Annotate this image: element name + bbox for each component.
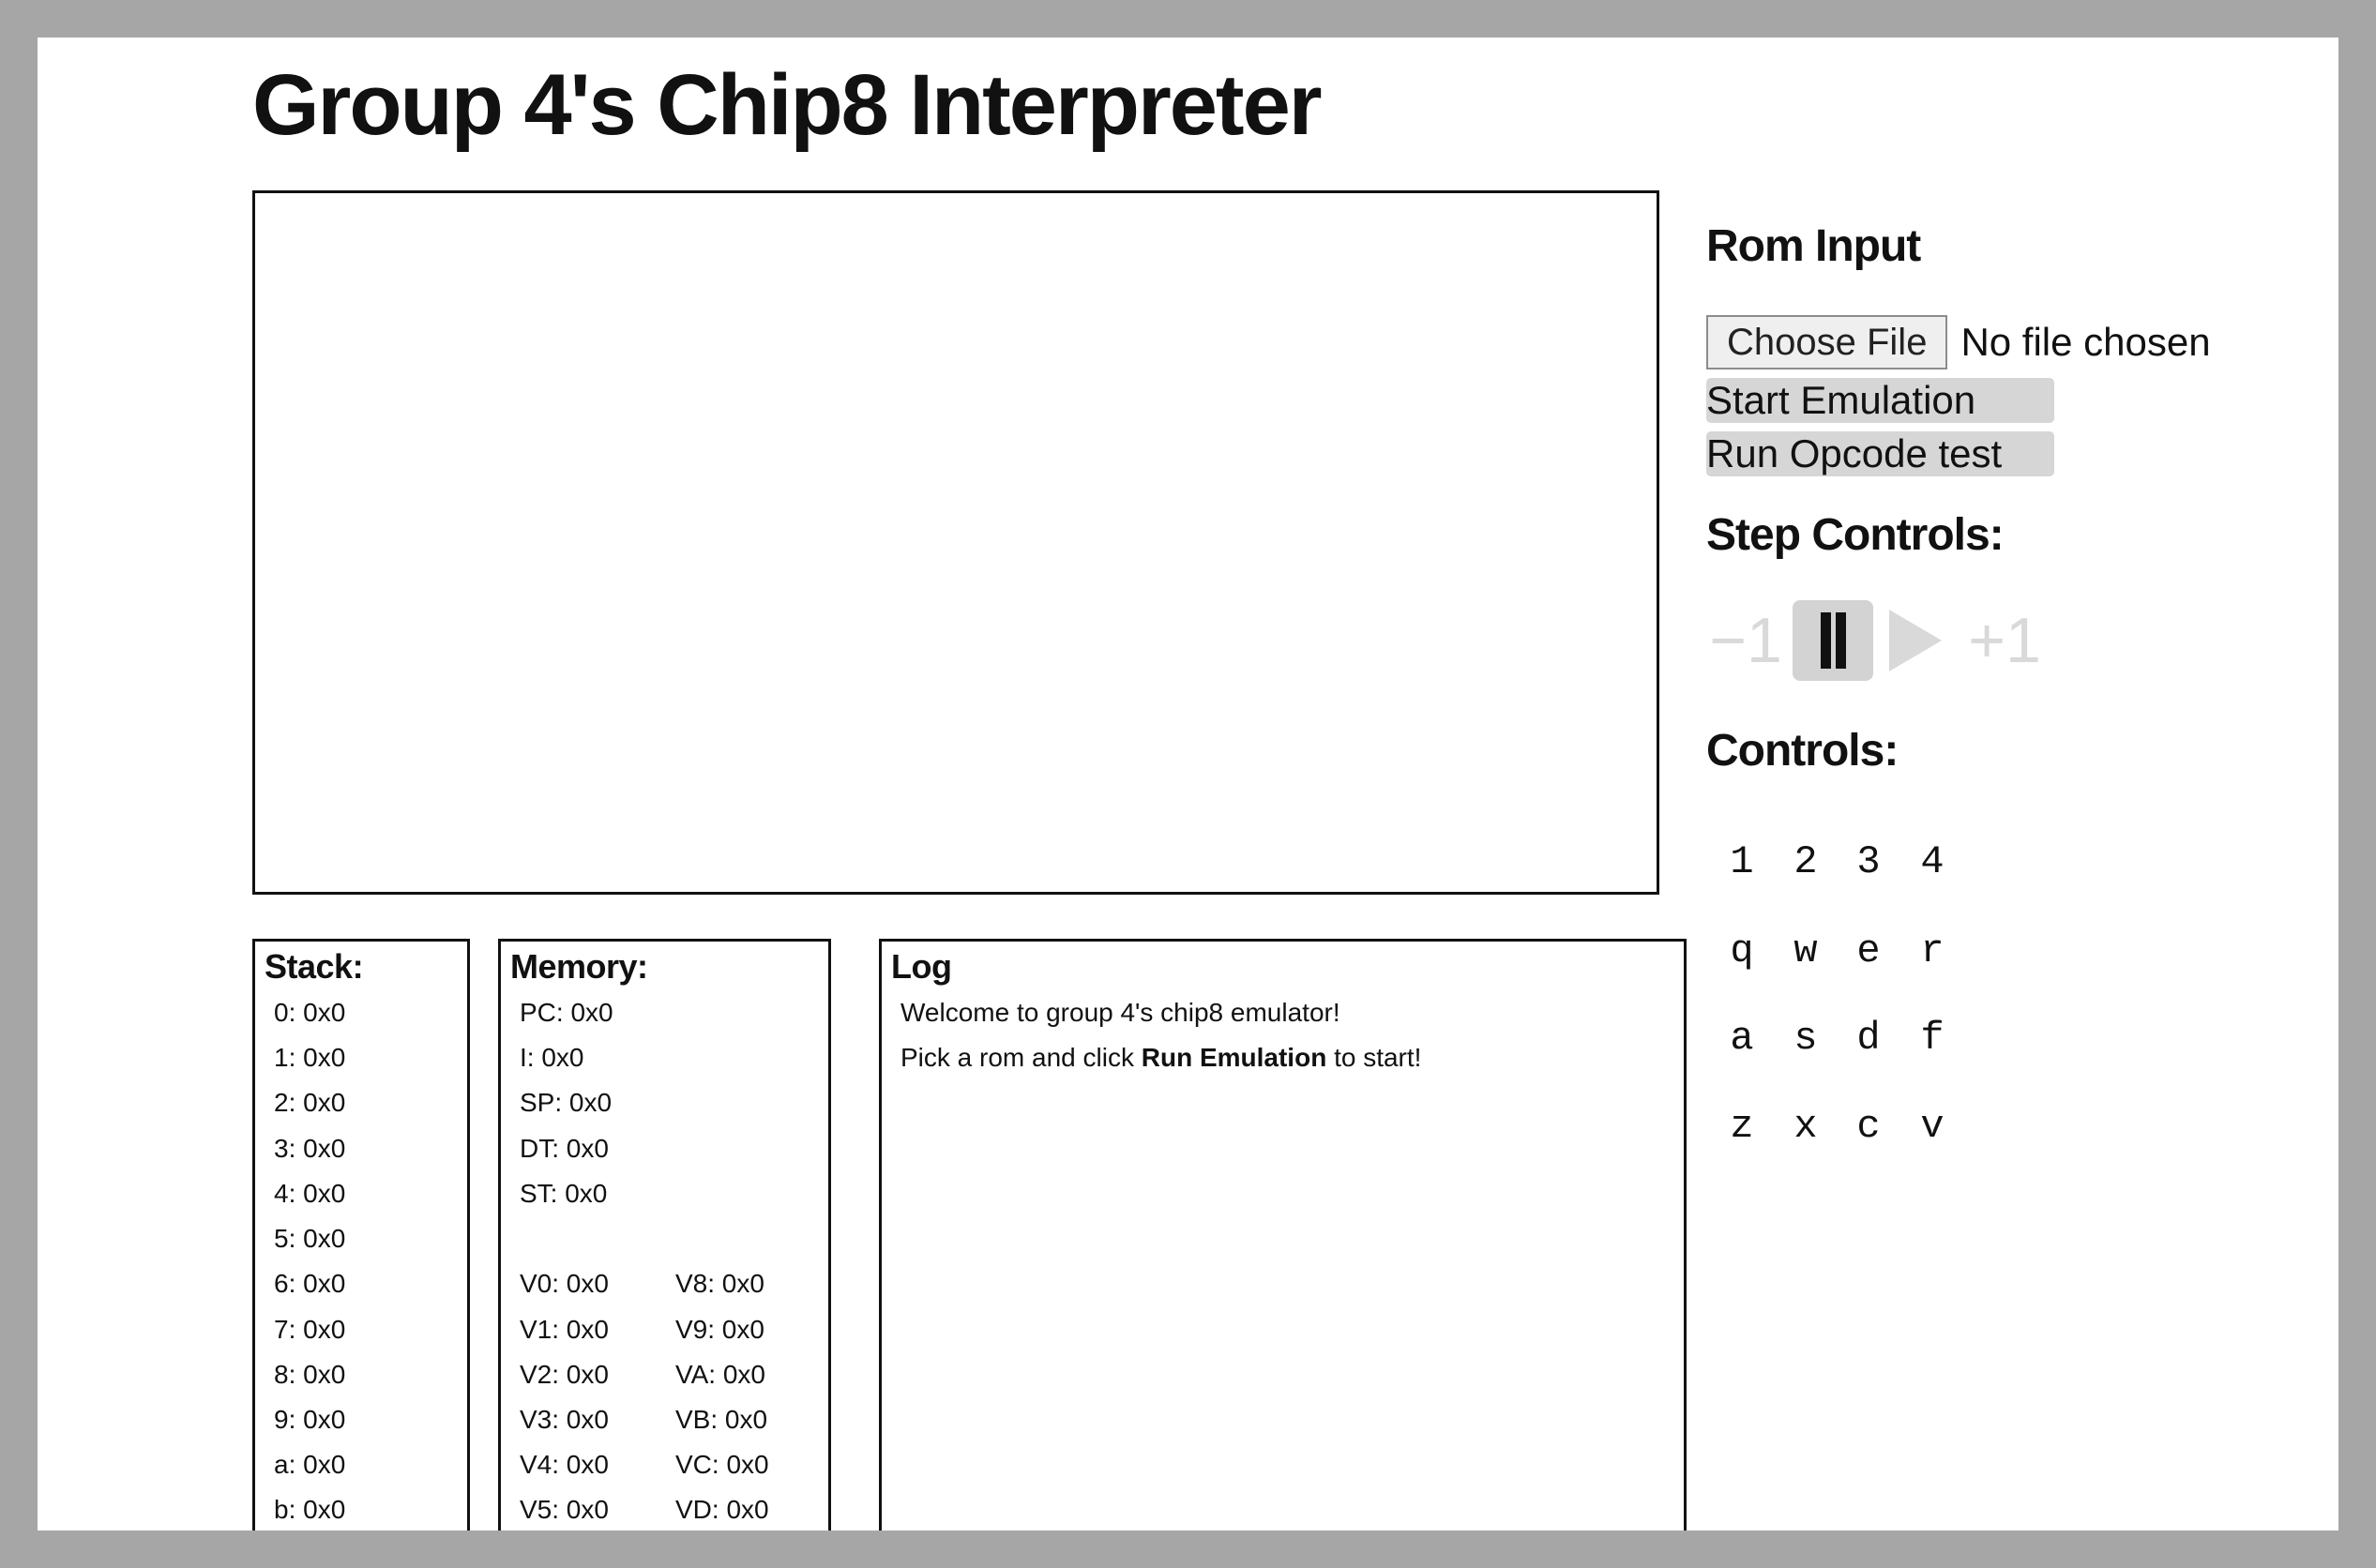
step-back-button[interactable]: −1 (1709, 605, 1782, 676)
log-instruction: Pick a rom and click Run Emulation to st… (900, 1043, 1421, 1073)
register-v0: V0: 0x0 (520, 1269, 609, 1298)
log-instruction-prefix: Pick a rom and click (900, 1043, 1142, 1072)
key-w[interactable]: w (1793, 928, 1818, 973)
key-1[interactable]: 1 (1730, 839, 1754, 884)
stack-entry: 0: 0x0 (274, 998, 346, 1027)
log-title: Log (891, 947, 952, 986)
start-emulation-button[interactable]: Start Emulation (1706, 378, 2054, 423)
key-v[interactable]: v (1920, 1104, 1945, 1149)
register-i: I: 0x0 (520, 1043, 584, 1072)
stack-entry: a: 0x0 (274, 1450, 346, 1479)
memory-title: Memory: (510, 947, 648, 986)
stack-entry: 9: 0x0 (274, 1405, 346, 1434)
choose-file-button[interactable]: Choose File (1706, 315, 1948, 369)
register-vb: VB: 0x0 (675, 1405, 768, 1434)
register-v1: V1: 0x0 (520, 1315, 609, 1344)
key-e[interactable]: e (1856, 928, 1881, 973)
register-v8: V8: 0x0 (675, 1269, 764, 1298)
key-z[interactable]: z (1730, 1104, 1754, 1149)
register-vc: VC: 0x0 (675, 1450, 769, 1479)
key-x[interactable]: x (1793, 1104, 1818, 1149)
stack-entry: 7: 0x0 (274, 1315, 346, 1344)
key-2[interactable]: 2 (1793, 839, 1818, 884)
register-st: ST: 0x0 (520, 1179, 608, 1208)
step-forward-button[interactable]: +1 (1968, 605, 2041, 676)
rom-input-heading: Rom Input (1706, 221, 1921, 271)
log-instruction-bold: Run Emulation (1141, 1043, 1327, 1072)
memory-panel: Memory: PC: 0x0 I: 0x0 SP: 0x0 DT: 0x0 S… (498, 939, 831, 1530)
play-icon (1889, 610, 1942, 671)
key-4[interactable]: 4 (1920, 839, 1945, 884)
key-d[interactable]: d (1856, 1016, 1881, 1061)
key-c[interactable]: c (1856, 1104, 1881, 1149)
key-s[interactable]: s (1793, 1016, 1818, 1061)
stack-entry: 8: 0x0 (274, 1360, 346, 1389)
sidebar: Rom Input Choose File No file chosen Sta… (1706, 38, 2288, 1257)
stack-entry: 4: 0x0 (274, 1179, 346, 1208)
file-input[interactable]: Choose File No file chosen (1706, 314, 2211, 370)
controls-heading: Controls: (1706, 726, 1899, 776)
log-instruction-suffix: to start! (1326, 1043, 1422, 1072)
stack-entry: 2: 0x0 (274, 1088, 346, 1117)
display-screen (252, 190, 1659, 895)
page: Group 4's Chip8 Interpreter Rom Input Ch… (38, 38, 2338, 1530)
key-3[interactable]: 3 (1856, 839, 1881, 884)
stack-entry: 1: 0x0 (274, 1043, 346, 1072)
register-dt: DT: 0x0 (520, 1134, 609, 1163)
key-r[interactable]: r (1920, 928, 1945, 973)
register-va: VA: 0x0 (675, 1360, 765, 1389)
pause-button[interactable] (1793, 600, 1873, 681)
register-sp: SP: 0x0 (520, 1088, 613, 1117)
register-v4: V4: 0x0 (520, 1450, 609, 1479)
log-panel: Log Welcome to group 4's chip8 emulator!… (879, 939, 1687, 1530)
register-v2: V2: 0x0 (520, 1360, 609, 1389)
file-status: No file chosen (1960, 320, 2211, 364)
stack-entry: 5: 0x0 (274, 1224, 346, 1253)
stack-entry: 3: 0x0 (274, 1134, 346, 1163)
log-welcome: Welcome to group 4's chip8 emulator! (900, 998, 1340, 1027)
stack-panel: Stack: 0: 0x0 1: 0x0 2: 0x0 3: 0x0 4: 0x… (252, 939, 470, 1530)
step-controls-heading: Step Controls: (1706, 510, 2005, 560)
stack-title: Stack: (265, 947, 364, 986)
page-title: Group 4's Chip8 Interpreter (252, 57, 1323, 153)
key-a[interactable]: a (1730, 1016, 1754, 1061)
register-pc: PC: 0x0 (520, 998, 613, 1027)
register-v9: V9: 0x0 (675, 1315, 764, 1344)
run-opcode-test-button[interactable]: Run Opcode test (1706, 431, 2054, 476)
register-v5: V5: 0x0 (520, 1495, 609, 1524)
register-v3: V3: 0x0 (520, 1405, 609, 1434)
key-f[interactable]: f (1920, 1016, 1945, 1061)
key-q[interactable]: q (1730, 928, 1754, 973)
play-button[interactable] (1883, 600, 1948, 681)
register-vd: VD: 0x0 (675, 1495, 769, 1524)
stack-entry: 6: 0x0 (274, 1269, 346, 1298)
stack-entry: b: 0x0 (274, 1495, 346, 1524)
